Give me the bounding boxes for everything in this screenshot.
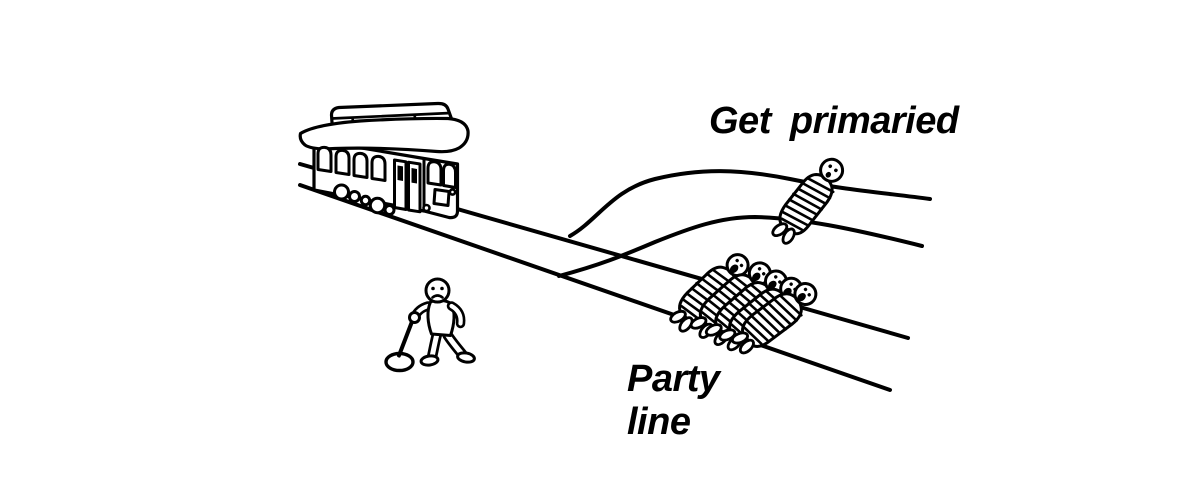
lever-person-eye	[431, 286, 435, 291]
lower-track-label-line2: line	[627, 401, 691, 443]
trolley-door-window	[411, 168, 417, 184]
trolley-window	[352, 151, 369, 179]
trolley-wheel	[383, 204, 396, 216]
bound-person-single	[766, 151, 850, 249]
trolley-front-details	[422, 160, 457, 213]
trolley-door	[393, 158, 408, 211]
trolley-rivet	[448, 188, 457, 196]
branch-track	[557, 169, 932, 278]
lever-person-foot	[456, 351, 476, 364]
trolley-side-windows	[316, 145, 387, 182]
lower-track-label-line1: Party	[627, 358, 720, 400]
bound-people-group	[665, 246, 823, 361]
trolley-window	[316, 145, 333, 173]
trolley-headlight	[432, 188, 451, 207]
branch-track-upper-rail	[568, 169, 932, 238]
lever-person	[384, 277, 476, 373]
trolley-window	[370, 154, 387, 182]
trolley-front-window	[442, 162, 457, 189]
lower-track-label: Party line	[627, 358, 720, 444]
trolley-wheel	[368, 196, 387, 215]
main-track-lower-rail	[298, 183, 892, 392]
branch-track-lower-rail	[557, 214, 924, 278]
trolley-wheel	[348, 190, 361, 203]
trolley-doors	[393, 158, 422, 214]
trolley-window	[334, 148, 351, 176]
trolley-wheel	[333, 183, 350, 201]
trolley-door	[407, 160, 422, 214]
trolley-rivet	[422, 203, 431, 213]
lever-person-arm-fill	[449, 303, 463, 326]
lever-person-head	[424, 277, 451, 304]
trolley	[298, 101, 470, 220]
upper-track-label: Get primaried	[709, 100, 959, 142]
lever-person-foot	[419, 354, 440, 367]
lever-person-frown	[431, 294, 444, 299]
lever-person-eye	[440, 286, 444, 291]
trolley-wheel	[359, 194, 372, 207]
trolley-door-window	[397, 165, 403, 181]
trolley-wheels	[333, 183, 396, 216]
trolley-roof	[298, 116, 470, 154]
trolley-front-window	[426, 160, 443, 187]
lever-pole	[397, 317, 415, 358]
lever-hand	[408, 311, 421, 324]
